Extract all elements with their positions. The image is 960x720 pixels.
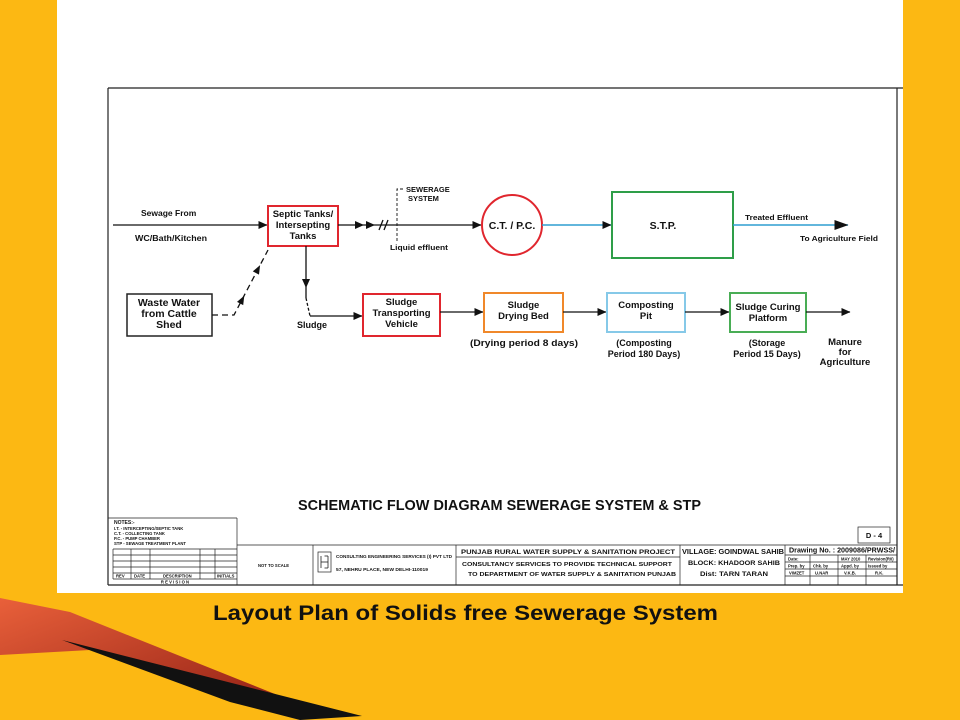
sludge-vehicle-label-line: Transporting xyxy=(372,308,430,319)
septic-tank-label-line: Intersepting xyxy=(276,220,331,231)
cattle-shed-arrow xyxy=(252,265,261,275)
curing-platform-label-line: Sludge Curing xyxy=(736,302,801,313)
inlet-label-bottom: WC/Bath/Kitchen xyxy=(135,233,207,243)
stp-label: S.T.P. xyxy=(650,220,677,232)
drawing-initials: R.K. xyxy=(875,571,883,576)
composting-pit-note: (Composting xyxy=(616,338,672,348)
title-block: NOTES:- I.T. - INTERCEPTING/SEPTIC TANK … xyxy=(108,517,897,585)
location-village: VILLAGE: GOINDWAL SAHIB xyxy=(682,547,785,556)
sludge-vehicle-label-line: Sludge xyxy=(386,297,418,308)
cattle-shed-label-line: Waste Water xyxy=(138,297,200,309)
manure-label-line: for xyxy=(839,347,852,358)
sewerage-system-label: SYSTEM xyxy=(408,194,439,203)
drawing-role: Chk. by xyxy=(813,564,829,569)
project-description-line: TO DEPARTMENT OF WATER SUPPLY & SANITATI… xyxy=(468,572,677,578)
slide-caption: Layout Plan of Solids free Sewerage Syst… xyxy=(213,602,718,625)
collecting-tank-label: C.T. / P.C. xyxy=(489,220,536,232)
composting-pit-label-line: Composting xyxy=(618,300,674,311)
curing-platform-label-line: Platform xyxy=(749,313,788,324)
sludge-drop-dash xyxy=(305,297,311,317)
curing-platform-note: (Storage xyxy=(749,338,786,348)
outlet-destination-label: To Agriculture Field xyxy=(800,234,878,243)
drawing-initials: U.NAR xyxy=(815,571,828,576)
septic-tank-label-line: Septic Tanks/ xyxy=(273,209,334,220)
diagram-title: SCHEMATIC FLOW DIAGRAM SEWERAGE SYSTEM &… xyxy=(298,497,701,514)
flow-diagram: Sewage From WC/Bath/Kitchen Septic Tanks… xyxy=(113,185,878,514)
drawing-number: Drawing No. : 2009086/PRWSS/ xyxy=(789,546,896,555)
drawing-role: Appd. by xyxy=(841,564,860,569)
scale-note: NOT TO SCALE xyxy=(258,563,289,568)
consultant-name: CONSULTING ENGINEERING SERVICES (I) PVT … xyxy=(336,554,452,559)
curing-platform-note: Period 15 Days) xyxy=(733,349,801,359)
treated-effluent-label: Treated Effluent xyxy=(745,213,809,222)
sheet-number-box xyxy=(857,526,891,544)
drawing-date-label: Date: xyxy=(788,557,798,562)
composting-pit-note: Period 180 Days) xyxy=(608,349,681,359)
sewerage-arrow-1 xyxy=(355,221,364,229)
drawing-revision: Revision(R0) xyxy=(868,557,894,562)
composting-pit-label-line: Pit xyxy=(640,311,653,322)
revision-caption: R E V I S I O N xyxy=(161,580,189,585)
drying-bed-note: (Drying period 8 days) xyxy=(470,338,578,348)
sludge-vehicle-label-line: Vehicle xyxy=(385,319,418,330)
septic-tank-label-line: Tanks xyxy=(290,231,317,242)
note-item: C.T. - COLLECTING TANK xyxy=(114,531,165,536)
revision-column-header: INITIALS xyxy=(217,574,235,579)
drawing-sheet xyxy=(57,0,903,593)
cattle-shed-label-line: Shed xyxy=(156,319,182,331)
sewerage-system-label: SEWERAGE xyxy=(406,185,450,194)
title-block-grid xyxy=(108,517,897,585)
notes-heading: NOTES:- xyxy=(114,520,135,526)
decorative-swoosh xyxy=(0,598,362,720)
note-item: I.T. - INTERCEPTING/SEPTIC TANK xyxy=(114,526,183,531)
cattle-shed-label-line: from Cattle xyxy=(141,308,197,320)
drying-bed-label-line: Drying Bed xyxy=(498,311,549,322)
inlet-label-top: Sewage From xyxy=(141,208,197,218)
sludge-vehicle-box xyxy=(362,293,441,337)
septic-tank-box xyxy=(267,205,339,247)
drawing-role: Issued by xyxy=(868,564,888,569)
manure-label-line: Manure xyxy=(828,337,862,348)
drawing-date: MAY 2010 xyxy=(841,557,861,562)
revision-column-header: REV xyxy=(116,574,125,579)
sludge-label: Sludge xyxy=(297,320,327,330)
sheet-number: D - 4 xyxy=(866,531,883,540)
revision-column-header: DATE xyxy=(134,574,145,579)
drawing-initials: VIMZET xyxy=(789,571,805,576)
note-item: P.C. - PUMP CHAMBER xyxy=(114,536,160,541)
consultant-logo xyxy=(317,551,332,573)
drying-bed-label-line: Sludge xyxy=(508,300,540,311)
location-district: Dist: TARN TARAN xyxy=(700,571,768,578)
project-description-line: CONSULTANCY SERVICES TO PROVIDE TECHNICA… xyxy=(462,562,672,568)
liquid-effluent-label: Liquid effluent xyxy=(390,243,449,252)
drawing-frame xyxy=(107,87,903,586)
cattle-shed-arrow xyxy=(237,295,245,306)
sewerage-tick xyxy=(383,219,389,231)
manure-label-line: Agriculture xyxy=(820,357,871,368)
drawing-initials: V.K.B. xyxy=(844,571,856,576)
sludge-drop-arrow xyxy=(302,279,310,288)
sewerage-bracket xyxy=(396,188,403,242)
drawing-role: Prep. by xyxy=(788,564,805,569)
project-name: PUNJAB RURAL WATER SUPPLY & SANITATION P… xyxy=(461,549,675,556)
location-block: BLOCK: KHADOOR SAHIB xyxy=(688,560,780,567)
sewerage-arrow-2 xyxy=(366,221,375,229)
note-item: STP - SEWAGE TREATMENT PLANT xyxy=(114,541,186,546)
consultant-address: 57, NEHRU PLACE, NEW DELHI-110019 xyxy=(336,567,429,572)
sewerage-tick xyxy=(378,219,384,231)
revision-column-header: DESCRIPTION xyxy=(163,574,192,579)
